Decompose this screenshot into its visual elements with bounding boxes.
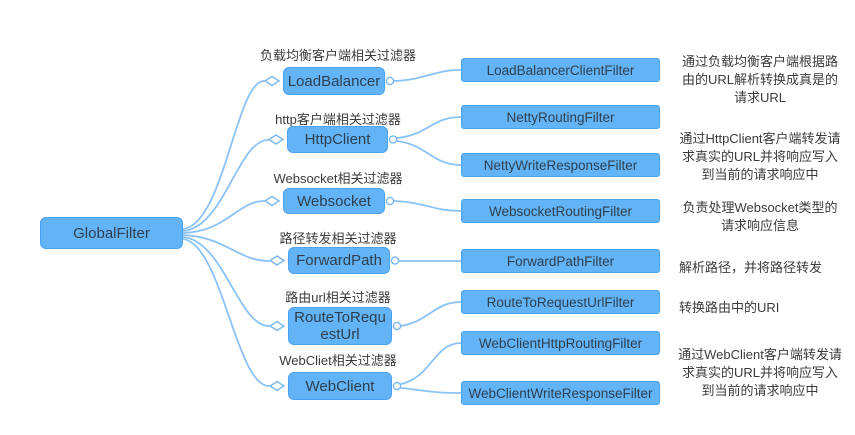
edge-root-httpclient xyxy=(182,139,269,232)
node-loadbalancer: LoadBalancer xyxy=(283,67,385,95)
category-note-routetorequesturl: 路由url相关过滤器 xyxy=(285,290,391,305)
category-note-httpclient: http客户端相关过滤器 xyxy=(275,112,401,127)
node-nettywriteresponsefilter: NettyWriteResponseFilter xyxy=(461,153,660,177)
node-loadbalancerclientfilter: LoadBalancerClientFilter xyxy=(461,58,660,82)
edge-websocket-filter xyxy=(393,200,462,212)
node-websocket: Websocket xyxy=(283,188,385,214)
category-note-loadbalancer: 负载均衡客户端相关过滤器 xyxy=(259,48,416,63)
node-forwardpath: ForwardPath xyxy=(288,247,390,274)
description-forwardpath: 解析路径，并将路径转发 xyxy=(679,260,823,275)
branch-diamond-icon xyxy=(263,75,281,87)
node-globalfilter: GlobalFilter xyxy=(40,217,183,249)
node-httpclient: HttpClient xyxy=(287,126,388,153)
edge-root-forwardpath xyxy=(182,234,270,262)
edge-root-websocket xyxy=(182,200,265,234)
node-webclient: WebClient xyxy=(288,372,392,400)
branch-diamond-icon xyxy=(268,320,286,332)
edge-root-loadbalancer xyxy=(182,80,265,230)
branch-diamond-icon xyxy=(267,134,285,145)
branch-circle-icon xyxy=(385,76,395,86)
node-websocketroutingfilter: WebsocketRoutingFilter xyxy=(461,199,660,223)
node-forwardpathfilter: ForwardPathFilter xyxy=(461,249,660,273)
edge-root-routetorequesturl xyxy=(182,236,270,327)
edge-webclient-writeresponse xyxy=(400,387,462,394)
node-routetorequesturl: RouteToRequestUrl xyxy=(288,307,392,345)
node-webclienthttproutingfilter: WebClientHttpRoutingFilter xyxy=(461,331,660,355)
edge-httpclient-nettywrite xyxy=(396,140,462,166)
description-routetorequesturl: 转换路由中的URI xyxy=(679,300,780,315)
node-nettyroutingfilter: NettyRoutingFilter xyxy=(461,105,660,129)
branch-circle-icon xyxy=(390,256,400,265)
category-note-webclient: WebCliet相关过滤器 xyxy=(279,353,397,368)
branch-circle-icon xyxy=(392,321,402,331)
node-routetorequesturlfilter: RouteToRequestUrlFilter xyxy=(461,290,660,314)
node-webclientwriteresponsefilter: WebClientWriteResponseFilter xyxy=(461,381,660,405)
edge-root-webclient xyxy=(182,238,270,387)
branch-diamond-icon xyxy=(268,255,286,266)
edge-routetorequesturl-filter xyxy=(400,301,462,327)
edge-webclient-httprouting xyxy=(400,342,462,385)
edge-loadbalancer-filter xyxy=(393,69,462,82)
description-httpclient: 通过HttpClient客户端转发请求真实的URL并将响应写入到当前的请求响应中 xyxy=(679,131,841,182)
branch-diamond-icon xyxy=(263,195,281,207)
description-loadbalancer: 通过负载均衡客户端根据路由的URL解析转换成真是的请求URL xyxy=(681,54,838,105)
description-webclient: 通过WebClient客户端转发请求真实的URL并将响应写入到当前的请求响应中 xyxy=(678,347,842,398)
branch-circle-icon xyxy=(385,196,395,206)
branch-diamond-icon xyxy=(268,380,286,392)
branch-circle-icon xyxy=(392,381,402,391)
edge-httpclient-nettyrouting xyxy=(396,116,462,139)
branch-circle-icon xyxy=(388,135,398,144)
description-websocket: 负责处理Websocket类型的请求响应信息 xyxy=(682,200,838,233)
category-note-forwardpath: 路径转发相关过滤器 xyxy=(279,231,397,246)
category-note-websocket: Websocket相关过滤器 xyxy=(273,171,403,186)
